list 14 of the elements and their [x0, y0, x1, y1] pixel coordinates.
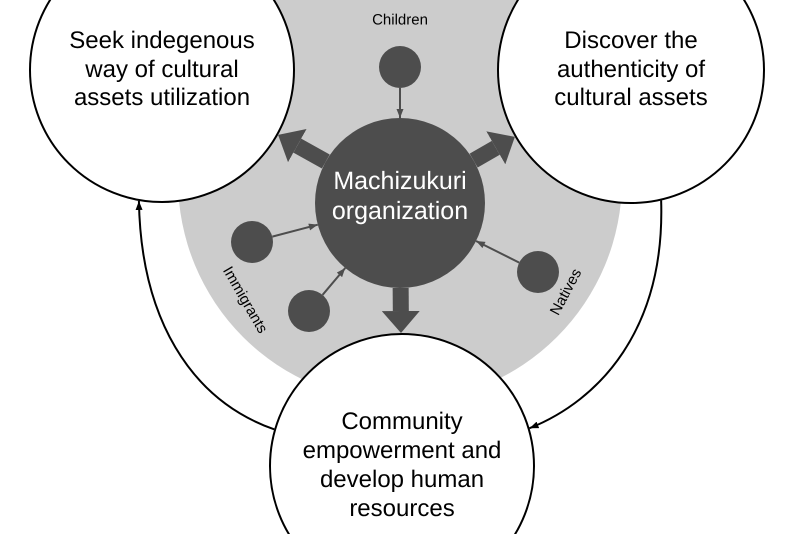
arrow: [529, 200, 662, 430]
arrow: [476, 240, 520, 264]
node-label: Seek indegenous way of cultural assets utilization: [68, 26, 256, 114]
node-label: Machizukuri organization: [330, 166, 470, 226]
arrow: [272, 224, 318, 238]
thick-arrow: [278, 129, 330, 169]
node-label: Discover the authenticity of cultural assets: [553, 26, 709, 114]
arrow: [396, 88, 404, 118]
thick-arrow: [382, 288, 420, 333]
group-label: Children: [372, 12, 428, 28]
thick-arrow: [470, 131, 515, 168]
node-label: Community empowerment and develop human resources: [302, 408, 502, 524]
arrow: [136, 200, 275, 430]
arrow: [322, 267, 346, 296]
